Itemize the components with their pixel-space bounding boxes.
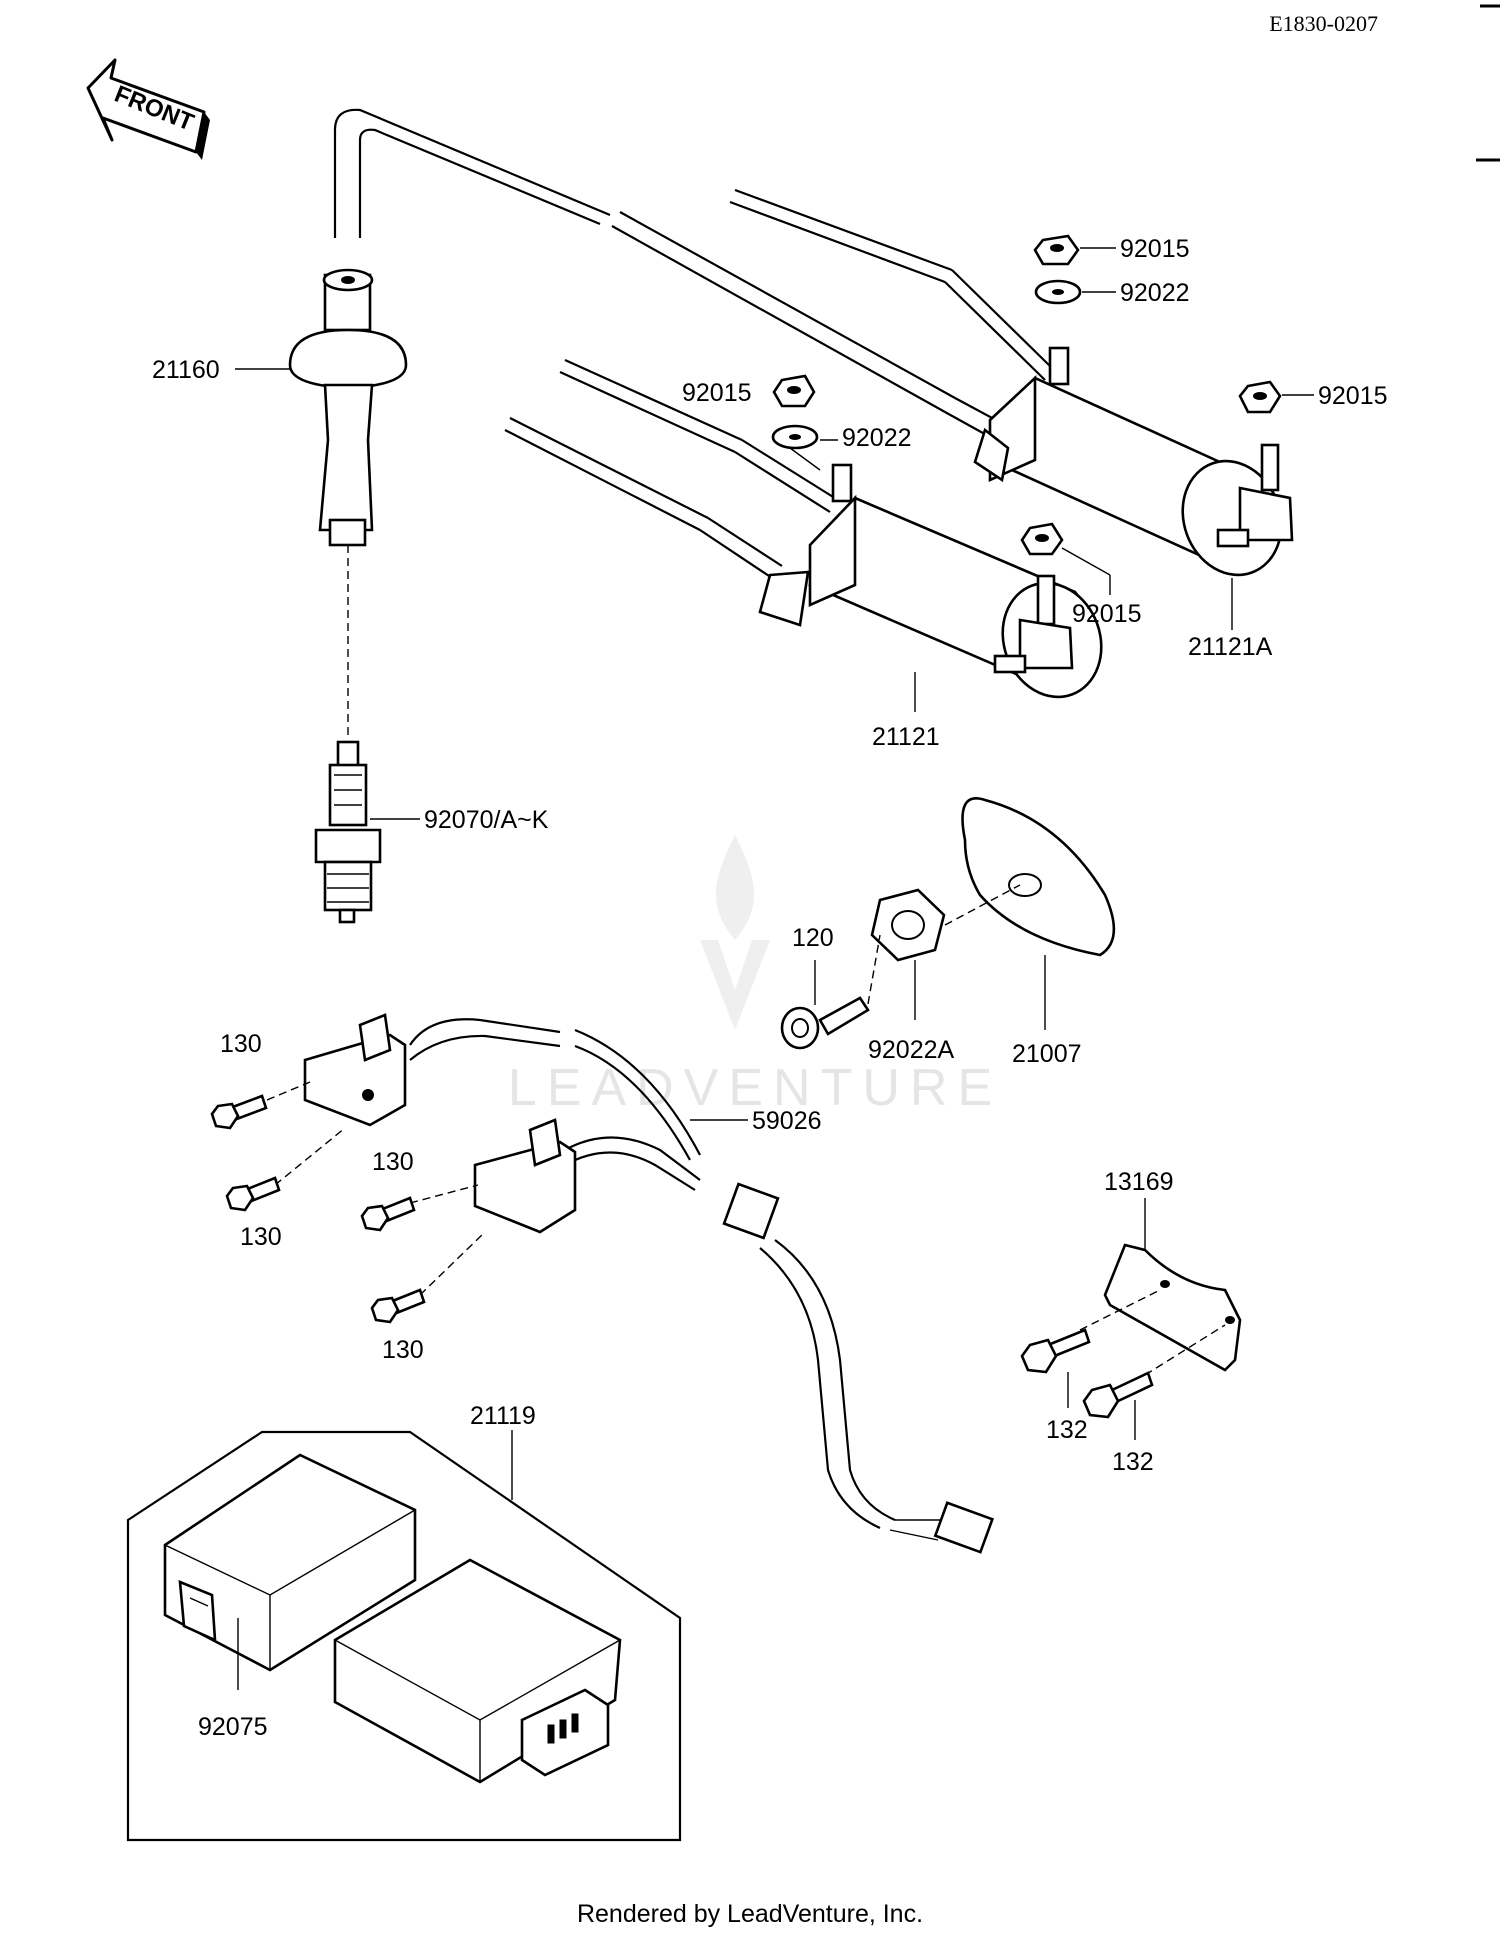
label-92015-b: 92015 (682, 379, 752, 407)
front-arrow-icon: FRONT (86, 58, 210, 160)
ht-cable (729, 188, 953, 284)
watermark-text: LEADVENTURE (508, 1059, 1002, 1117)
label-21121: 21121 (872, 723, 940, 751)
harness-end-connector (933, 1501, 995, 1554)
washer (1034, 279, 1082, 305)
harness-connector (722, 1182, 780, 1240)
spark-plug-cap (288, 268, 408, 547)
label-21007: 21007 (1012, 1040, 1082, 1068)
spark-plug (314, 740, 382, 924)
label-92015-a: 92015 (1120, 235, 1190, 263)
ht-cable (504, 417, 709, 531)
label-59026: 59026 (752, 1107, 822, 1135)
bolt (1020, 1328, 1091, 1374)
spark-plug-cable (611, 211, 956, 413)
label-21119: 21119 (470, 1402, 536, 1430)
label-130-b: 130 (240, 1223, 282, 1251)
assembly-line (867, 934, 881, 1005)
pickup-coil (473, 1118, 577, 1234)
assembly-line (409, 1184, 479, 1204)
nut (772, 374, 816, 408)
footer-credit: Rendered by LeadVenture, Inc. (577, 1900, 923, 1928)
ignition-coil-front (758, 463, 1103, 699)
wiring-harness (574, 1028, 701, 1161)
label-120: 120 (792, 924, 834, 952)
label-130-c: 130 (372, 1148, 414, 1176)
label-92015-d: 92015 (1072, 600, 1142, 628)
leader-line (1061, 547, 1111, 576)
ignition-coil-rear (973, 346, 1294, 577)
label-130-d: 130 (382, 1336, 424, 1364)
large-nut (870, 888, 946, 962)
kit-border (126, 1430, 682, 1842)
label-21160: 21160 (152, 356, 220, 384)
label-92022A: 92022A (868, 1036, 955, 1064)
wiring-harness (564, 1136, 701, 1191)
label-21121A: 21121A (1188, 633, 1273, 661)
assembly-line (1079, 1289, 1161, 1331)
label-13169: 13169 (1104, 1168, 1174, 1196)
label-132-b: 132 (1112, 1448, 1154, 1476)
spark-plug-cable (358, 128, 601, 238)
wiring-harness (409, 1018, 561, 1061)
assembly-line (419, 1231, 486, 1296)
washer (771, 424, 819, 450)
label-132-a: 132 (1046, 1416, 1088, 1444)
label-92015-c: 92015 (1318, 382, 1388, 410)
pickup-coil (303, 1013, 407, 1127)
ht-cable (944, 269, 1053, 381)
watermark: LEADVENTURE (508, 835, 1002, 1117)
assembly-line (944, 884, 1021, 926)
label-92022-b: 92022 (842, 424, 912, 452)
ht-cable (559, 358, 743, 454)
bolt (225, 1176, 281, 1212)
diagram-code: E1830-0207 (1269, 11, 1378, 36)
nut (1033, 234, 1080, 266)
nut (1020, 522, 1064, 556)
label-130-a: 130 (220, 1030, 262, 1058)
assembly-line (1144, 1324, 1226, 1376)
timing-plate (961, 797, 1116, 957)
nut (1238, 380, 1282, 414)
assembly-line (254, 1081, 311, 1106)
leader-line (789, 447, 821, 471)
spark-plug-cable (333, 108, 611, 238)
bolt (370, 1288, 426, 1324)
label-92070: 92070/A~K (424, 806, 549, 834)
igniter-unit (333, 1558, 622, 1784)
bolt (1082, 1371, 1154, 1419)
bracket (1103, 1243, 1242, 1372)
igniter-cover (163, 1453, 417, 1672)
ht-cable (734, 439, 839, 513)
assembly-line (274, 1127, 346, 1186)
bolt (210, 1094, 268, 1130)
label-92075: 92075 (198, 1713, 268, 1741)
wiring-harness (759, 1239, 896, 1530)
bolt (360, 1196, 416, 1232)
bolt (780, 996, 870, 1050)
ht-cable (699, 517, 783, 581)
label-92022-a: 92022 (1120, 279, 1190, 307)
wiring-harness (889, 1519, 940, 1541)
